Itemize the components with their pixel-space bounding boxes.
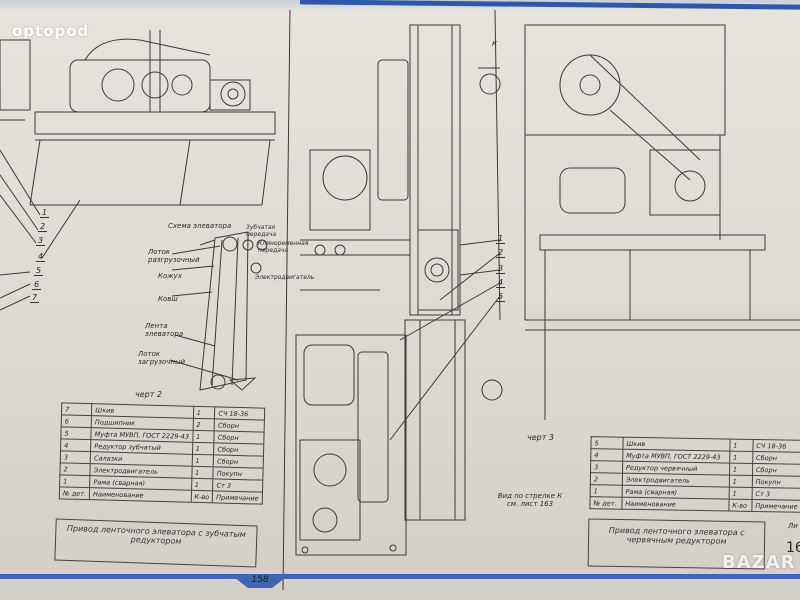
elevator-scheme [169, 231, 268, 391]
view-note: Вид по стрелке К см. лист 163 [497, 492, 563, 508]
spec-header-pos: № дет. [59, 486, 90, 500]
drawing1-title: Привод ленточного элеватора с зубчатым р… [54, 518, 258, 568]
callout-3: 3 [36, 236, 46, 246]
arrow-k-label: К [492, 40, 497, 48]
watermark-logo: optopod [12, 22, 90, 40]
label-unload-chute: Лоток разгрузочный [148, 248, 200, 264]
spec-cell-qty: 2 [192, 418, 215, 431]
spec-cell-qty: 1 [729, 451, 753, 464]
label-motor: Электродвигатель [255, 274, 315, 281]
spec-cell-pos: 4 [60, 438, 92, 452]
spec-header-note: Примечание [212, 490, 263, 505]
view-label-3: черт 3 [527, 433, 555, 442]
label-gear-transmission: Зубчатая передача [246, 224, 277, 238]
label-load-chute: Лоток загрузочный [138, 350, 186, 366]
label-v-belt: Клиноременная передача [258, 240, 309, 254]
label-casing: Кожух [158, 272, 182, 280]
spec-cell-pos: 1 [590, 484, 623, 498]
spec-cell-pos: 6 [61, 414, 92, 428]
spec-cell-qty: 1 [192, 430, 215, 443]
callout-2: 2 [38, 222, 48, 232]
spec-cell-note: Сборн [752, 451, 800, 465]
spec-cell-qty: 1 [191, 454, 214, 467]
callout-6: 6 [32, 280, 42, 290]
spec-cell-qty: 1 [192, 406, 216, 419]
callout-d2-5: 5 [496, 292, 506, 302]
spec-cell-pos: 3 [60, 450, 91, 464]
spec-header-qty: К-во [728, 499, 752, 512]
spec-cell-qty: 1 [728, 487, 753, 500]
spec-cell-qty: 1 [192, 442, 215, 455]
spec-header-name: Наименование [89, 487, 192, 503]
spec-header-note: Примечание [751, 499, 800, 513]
page-number: 158 [251, 575, 269, 585]
spec-cell-qty: 1 [191, 478, 214, 491]
callout-d2-4: 4 [496, 278, 506, 288]
gear-drive-assembly [0, 30, 276, 206]
callout-d2-1: 1 [496, 234, 506, 244]
sheet-label: Ли [788, 522, 798, 530]
callout-1: 1 [40, 208, 50, 218]
view-label-2: черт 2 [135, 390, 163, 399]
callout-7: 7 [30, 293, 40, 303]
callout-d2-2: 2 [496, 248, 506, 258]
spec-cell-pos: 2 [590, 472, 623, 486]
spec-cell-qty: 1 [191, 466, 214, 479]
spec-cell-pos: 3 [590, 460, 623, 474]
spec-header-name: Наименование [621, 497, 729, 512]
label-belt: Лента элеватора [145, 322, 184, 338]
spec-cell-pos: 5 [590, 436, 623, 450]
scheme-title: Схема элеватора [168, 222, 232, 230]
worm-drive-assembly [524, 24, 800, 420]
bottom-border-line [0, 574, 800, 579]
label-buckets: Ковш [158, 295, 178, 303]
spec-cell-pos: 2 [59, 462, 91, 476]
spec-cell-pos: 4 [590, 448, 623, 462]
spec-cell-note: Покупн [752, 475, 800, 489]
sheet-number: 16 [786, 540, 800, 556]
spec-cell-note: Ст 3 [751, 487, 800, 501]
spec-cell-pos: 5 [60, 426, 92, 440]
callout-4: 4 [36, 252, 46, 262]
page-number-badge [230, 574, 290, 588]
spec-cell-note: Сборн [752, 463, 800, 477]
callout-d2-3: 3 [496, 264, 506, 274]
elevator-column [300, 24, 501, 316]
spec-cell-note: СЧ 18-36 [752, 439, 800, 453]
spec-cell-qty: 1 [729, 475, 753, 488]
motor-vbelt-assembly [295, 319, 503, 556]
spec-header-pos: № дет. [589, 496, 622, 510]
callout-5: 5 [34, 266, 44, 276]
bazar-watermark: BAZAR [722, 552, 796, 573]
spec-cell-qty: 1 [729, 439, 753, 452]
spec-cell-pos: 7 [61, 402, 92, 416]
spec-header-qty: К-во [190, 490, 213, 503]
spec-cell-pos: 1 [59, 474, 91, 488]
spec-cell-qty: 1 [729, 463, 753, 476]
